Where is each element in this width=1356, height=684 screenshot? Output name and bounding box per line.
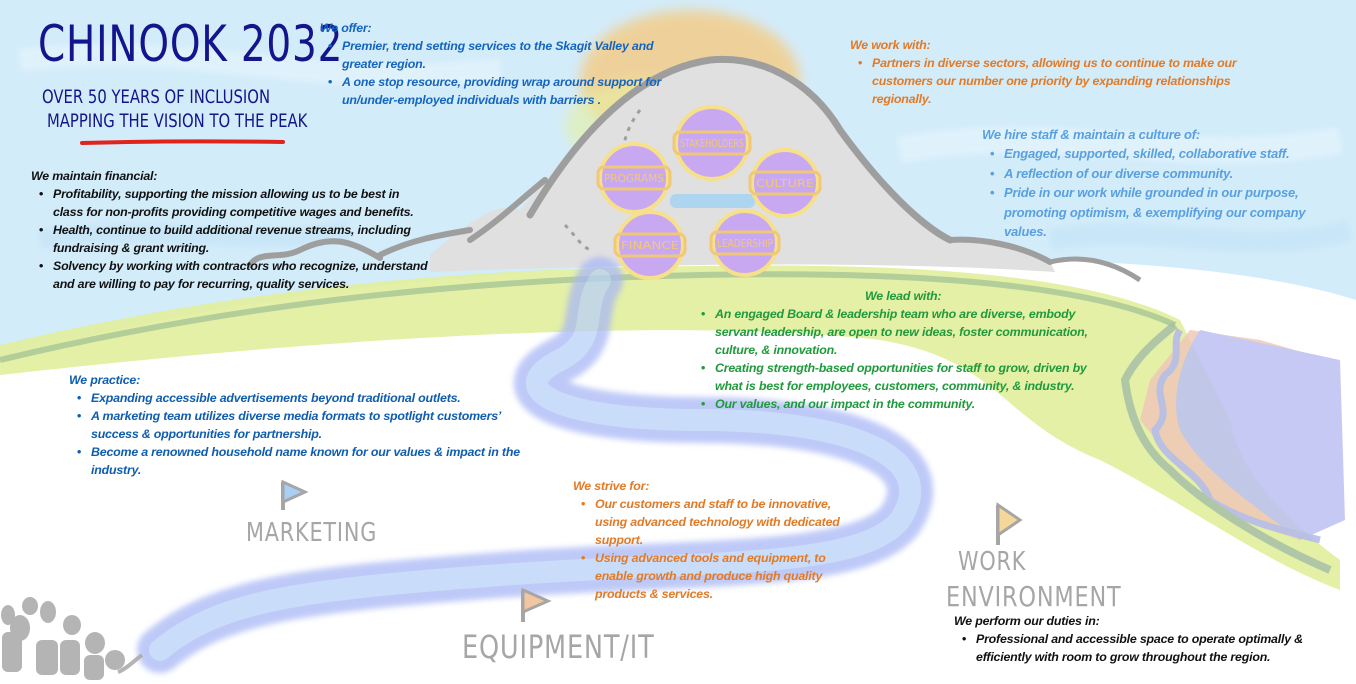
section-heading: We strive for: (573, 479, 650, 493)
section-heading: We offer: (320, 21, 372, 35)
list-item: Professional and accessible space to ope… (962, 630, 1324, 666)
section-heading: We perform our duties in: (954, 614, 1100, 628)
community-people-illustration (1, 597, 144, 680)
section-we-offer: We offer: Premier, trend setting service… (320, 19, 670, 109)
section-heading: We hire staff & maintain a culture of: (982, 127, 1201, 142)
section-we-hire: We hire staff & maintain a culture of: E… (982, 125, 1337, 241)
list-item: Solvency by working with contractors who… (39, 257, 431, 293)
section-heading: We practice: (69, 373, 141, 387)
list-item: Expanding accessible advertisements beyo… (77, 389, 539, 407)
subtitle-line-2: MAPPING THE VISION TO THE PEAK (47, 110, 308, 132)
list-item: Our customers and staff to be innovative… (581, 495, 863, 549)
work-environment-flag-icon (996, 502, 1023, 545)
list-item: Health, continue to build additional rev… (39, 221, 431, 257)
milestone-marketing: MARKETING (246, 518, 378, 548)
list-item: Premier, trend setting services to the S… (328, 37, 670, 73)
section-heading: We maintain financial: (31, 169, 158, 183)
section-heading: We work with: (850, 38, 931, 52)
list-item: Profitability, supporting the mission al… (39, 185, 431, 221)
list-item: Become a renowned household name known f… (77, 443, 539, 479)
page-title: CHINOOK 2032 (38, 15, 344, 73)
title-underline (80, 139, 285, 145)
milestone-work-line-1: WORK (958, 547, 1027, 577)
list-item: Engaged, supported, skilled, collaborati… (990, 144, 1337, 164)
list-item: Our values, and our impact in the commun… (701, 395, 1113, 413)
list-item: A reflection of our diverse community. (990, 164, 1337, 184)
subtitle-line-1: OVER 50 YEARS OF INCLUSION (42, 86, 271, 108)
section-we-work-with: We work with: Partners in diverse sector… (850, 36, 1275, 108)
river (137, 257, 934, 673)
list-item: Partners in diverse sectors, allowing us… (858, 54, 1275, 108)
section-we-perform-duties: We perform our duties in: Professional a… (954, 612, 1324, 666)
milestone-equipment-it: EQUIPMENT/IT (462, 628, 655, 666)
list-item: Using advanced tools and equipment, to e… (581, 549, 863, 603)
section-heading: We lead with: (865, 289, 942, 303)
section-we-maintain-financial: We maintain financial: Profitability, su… (31, 167, 431, 293)
list-item: An engaged Board & leadership team who a… (701, 305, 1113, 359)
section-we-practice: We practice: Expanding accessible advert… (69, 371, 539, 479)
section-we-strive-for: We strive for: Our customers and staff t… (573, 477, 863, 603)
lake (1120, 321, 1345, 574)
equipment-flag-icon (521, 587, 552, 622)
list-item: Creating strength-based opportunities fo… (701, 359, 1113, 395)
list-item: Pride in our work while grounded in our … (990, 183, 1337, 241)
peak-orbs (670, 194, 755, 208)
list-item: A marketing team utilizes diverse media … (77, 407, 539, 443)
marketing-flag-icon (281, 479, 309, 510)
milestone-work-line-2: ENVIRONMENT (946, 580, 1122, 613)
section-we-lead-with: We lead with: An engaged Board & leaders… (693, 287, 1113, 413)
list-item: A one stop resource, providing wrap arou… (328, 73, 670, 109)
